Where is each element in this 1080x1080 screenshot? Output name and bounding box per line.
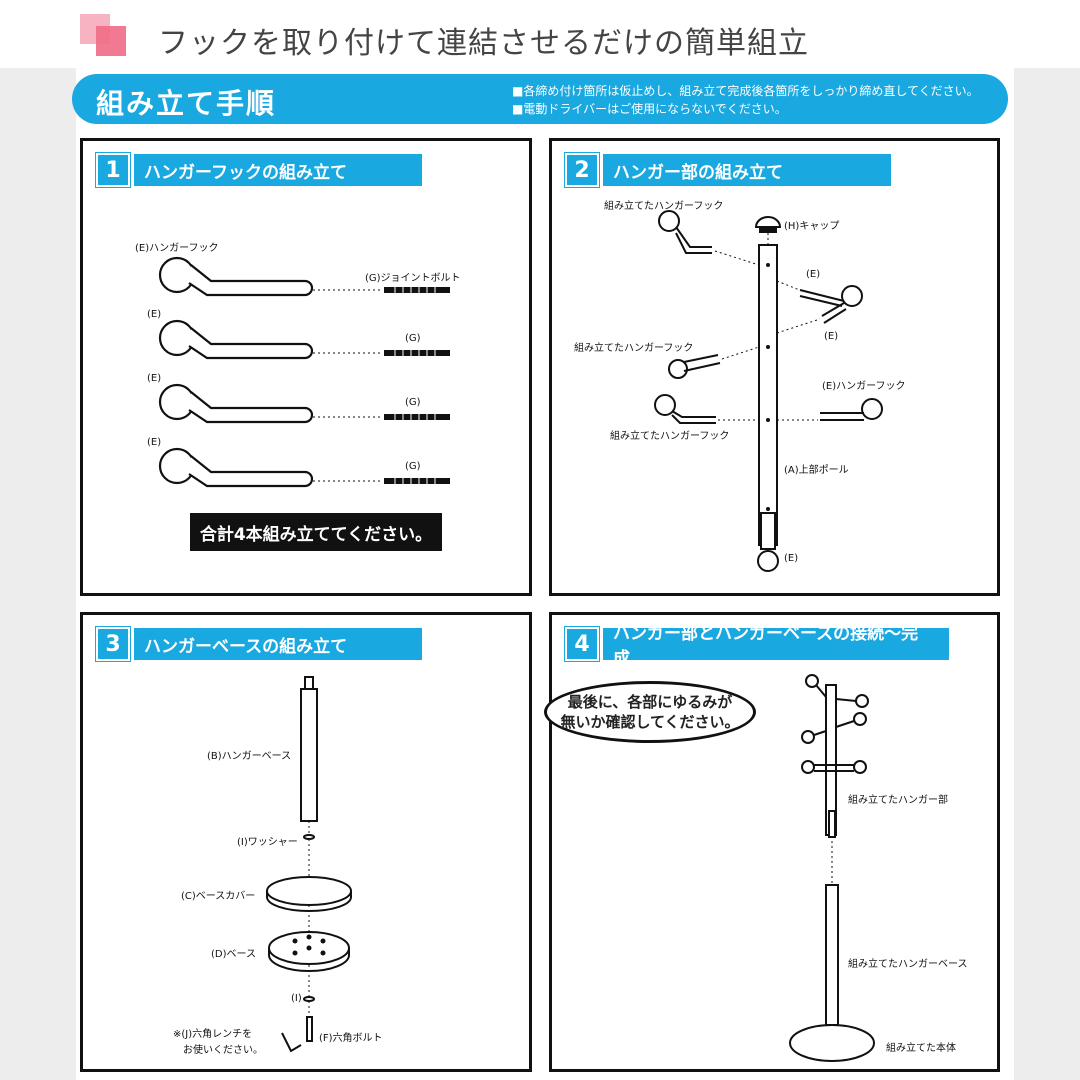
label-base-d: (D)ベース <box>211 949 257 960</box>
label-i: (I) <box>291 993 302 1004</box>
label-hook-e: (E)ハンガーフック <box>135 243 219 254</box>
header: フックを取り付けて連結させるだけの簡単組立 <box>0 0 1080 68</box>
label-hex-bolt-f: (F)六角ボルト <box>319 1033 383 1044</box>
label-assembled-hook: 組み立てたハンガーフック <box>604 201 724 212</box>
label-e: (E) <box>147 309 162 320</box>
label-e: (E) <box>147 437 162 448</box>
step-number: 1 <box>96 153 130 187</box>
label-g: (G) <box>405 461 421 472</box>
left-margin <box>0 68 76 1080</box>
label-assembled-hanger: 組み立てたハンガー部 <box>848 795 948 806</box>
page-title: フックを取り付けて連結させるだけの簡単組立 <box>158 26 809 61</box>
step-number: 4 <box>565 627 599 661</box>
step-3-panel: 3 ハンガーベースの組み立て (B)ハンガーベース (I)ワッシャー <box>80 612 532 1072</box>
step-number: 3 <box>96 627 130 661</box>
label-hook-e: (E)ハンガーフック <box>822 381 906 392</box>
step-4-panel: 4 ハンガー部とハンガーベースの接続～完成 最後に、各部にゆるみが 無いか確認し… <box>544 612 1000 1072</box>
final-assembly-diagram <box>789 674 875 1062</box>
step-2-header: 2 ハンガー部の組み立て <box>565 153 891 187</box>
step-title: ハンガーフックの組み立て <box>134 154 422 186</box>
step-1-panel: 1 ハンガーフックの組み立て <box>80 138 532 596</box>
label-hex-wrench-2: お使いください。 <box>183 1045 263 1056</box>
label-base-cover-c: (C)ベースカバー <box>181 891 256 902</box>
base-assembly-diagram <box>266 676 352 1053</box>
step-1-header: 1 ハンガーフックの組み立て <box>96 153 422 187</box>
step-3-header: 3 ハンガーベースの組み立て <box>96 627 422 661</box>
label-g: (G) <box>405 333 421 344</box>
label-hanger-base-b: (B)ハンガーベース <box>207 751 292 762</box>
label-e: (E) <box>147 373 162 384</box>
right-margin <box>1014 68 1080 1080</box>
step-2-panel: 2 ハンガー部の組み立て <box>549 138 1000 596</box>
bubble-line-1: 最後に、各部にゆるみが <box>567 693 733 711</box>
label-hex-wrench-1: ※(J)六角レンチを <box>173 1029 253 1040</box>
label-washer-i: (I)ワッシャー <box>237 837 298 848</box>
step-title: ハンガーベースの組み立て <box>134 628 422 660</box>
label-assembled-body: 組み立てた本体 <box>886 1043 956 1054</box>
bubble-line-2: 無いか確認してください。 <box>560 713 740 731</box>
banner-note-driver: ■電動ドライバーはご使用にならないでください。 <box>512 102 787 116</box>
label-e: (E) <box>824 331 839 342</box>
label-e: (E) <box>784 553 799 564</box>
label-assembled-hook: 組み立てたハンガーフック <box>574 343 694 354</box>
label-assembled-base: 組み立てたハンガーベース <box>848 959 968 970</box>
total-note: 合計4本組み立ててください。 <box>190 513 442 551</box>
label-cap-h: (H)キャップ <box>784 221 840 232</box>
hanger-assembly-diagram <box>654 210 883 572</box>
label-e: (E) <box>806 269 821 280</box>
decorative-squares-icon <box>80 14 126 56</box>
step-title: ハンガー部の組み立て <box>603 154 891 186</box>
final-check-bubble: 最後に、各部にゆるみが 無いか確認してください。 <box>544 681 756 743</box>
step-number: 2 <box>565 153 599 187</box>
banner-note-tighten: ■各締め付け箇所は仮止めし、組み立て完成後各箇所をしっかり締め直してください。 <box>512 84 979 98</box>
instructions-banner: 組み立て手順 ■各締め付け箇所は仮止めし、組み立て完成後各箇所をしっかり締め直し… <box>72 74 1008 124</box>
label-g: (G) <box>405 397 421 408</box>
label-joint-bolt-g: (G)ジョイントボルト <box>365 273 461 284</box>
label-upper-pole-a: (A)上部ポール <box>784 465 849 476</box>
label-assembled-hook: 組み立てたハンガーフック <box>610 431 730 442</box>
banner-title: 組み立て手順 <box>96 87 277 120</box>
hook-assembly-diagram <box>158 256 450 488</box>
